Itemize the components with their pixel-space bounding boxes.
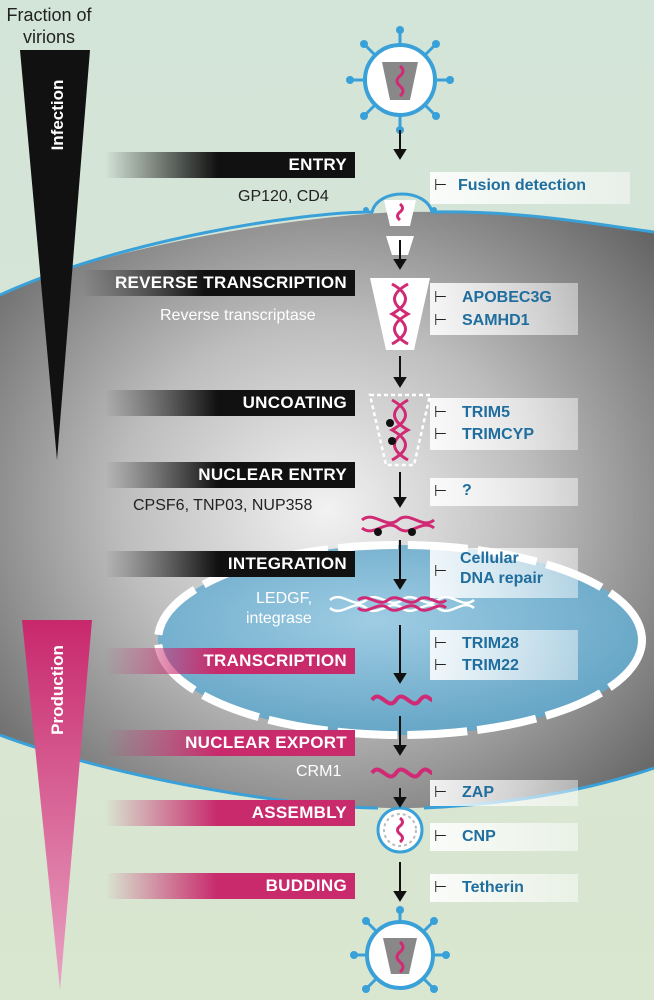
restriction-trim22: TRIM22 (462, 657, 519, 674)
inhibition-mark: ⊢ (434, 426, 448, 443)
rt-capsid (370, 278, 430, 350)
factor-entry: GP120, CD4 (238, 188, 329, 205)
restriction-box-rt (430, 283, 578, 335)
restriction-box-nuclear-entry (430, 478, 578, 506)
restriction-cnp: CNP (462, 828, 496, 845)
infection-wedge (20, 50, 90, 460)
assembly-bud (376, 806, 424, 854)
factor-nuclear-entry: CPSF6, TNP03, NUP358 (133, 497, 313, 514)
inhibition-mark: ⊢ (434, 657, 448, 674)
factor-ledgf: LEDGF, (256, 590, 313, 607)
restriction-box-zap (430, 780, 578, 806)
inhibition-mark: ⊢ (434, 784, 448, 801)
restriction-trim28: TRIM28 (462, 635, 519, 652)
step-label: INTEGRATION (227, 554, 347, 573)
inhibition-mark: ⊢ (434, 879, 448, 896)
free-virion-bottom (350, 906, 450, 993)
restriction-trimcyp: TRIMCYP (462, 426, 534, 443)
free-virion-top (346, 26, 454, 134)
restriction-unknown: ? (462, 482, 472, 499)
inhibition-mark: ⊢ (434, 483, 448, 500)
step-assembly: ASSEMBLY (105, 800, 355, 826)
step-transcription: TRANSCRIPTION (105, 648, 355, 674)
factor-reverse-transcriptase: Reverse transcriptase (160, 307, 316, 324)
inhibition-mark: ⊢ (434, 635, 448, 652)
restriction-apobec3g: APOBEC3G (462, 289, 552, 306)
step-reverse-transcription: REVERSE TRANSCRIPTION (82, 270, 355, 296)
step-label: NUCLEAR EXPORT (185, 733, 347, 752)
nuclear-envelope (154, 541, 646, 739)
uncoating-capsid (368, 393, 432, 467)
infection-label: Infection (48, 79, 67, 151)
inhibition-mark: ⊢ (434, 312, 448, 329)
step-label: BUDDING (265, 876, 347, 895)
fraction-of-virions-label: Fraction of virions (6, 5, 92, 47)
inhibition-mark: ⊢ (434, 177, 448, 194)
step-label: REVERSE TRANSCRIPTION (114, 273, 347, 292)
step-label: UNCOATING (242, 393, 347, 412)
production-label: Production (48, 645, 67, 735)
restriction-samhd1: SAMHD1 (462, 312, 530, 329)
step-label: TRANSCRIPTION (203, 651, 347, 670)
restriction-zap: ZAP (462, 784, 494, 801)
restriction-fusion-detection: Fusion detection (458, 177, 586, 194)
step-nuclear-entry: NUCLEAR ENTRY (105, 462, 355, 488)
factor-integrase: integrase (246, 610, 312, 627)
flow-arrows (393, 130, 407, 902)
restriction-box-tetherin (430, 874, 578, 902)
step-integration: INTEGRATION (105, 551, 355, 577)
plasma-membrane-top (0, 192, 654, 297)
restriction-box-cnp (430, 823, 578, 851)
factor-crm1: CRM1 (296, 763, 342, 780)
inhibition-mark: ⊢ (434, 289, 448, 306)
restriction-dna-repair: DNA repair (460, 570, 543, 587)
step-label: NUCLEAR ENTRY (198, 465, 347, 484)
restriction-box-integration (430, 548, 578, 598)
step-label: ENTRY (288, 155, 347, 174)
exported-rna (370, 767, 433, 779)
inhibition-mark: ⊢ (434, 828, 448, 845)
step-uncoating: UNCOATING (105, 390, 355, 416)
transcript-rna (370, 694, 433, 706)
step-budding: BUDDING (105, 873, 355, 899)
entry-capsid (363, 200, 437, 226)
step-label: ASSEMBLY (251, 803, 347, 822)
step-entry: ENTRY (105, 152, 355, 178)
restriction-box-uncoating (430, 398, 578, 450)
restriction-trim5: TRIM5 (462, 404, 510, 421)
production-wedge (22, 620, 92, 990)
step-nuclear-export: NUCLEAR EXPORT (105, 730, 355, 756)
restriction-tetherin: Tetherin (462, 879, 524, 896)
restriction-box-transcription (430, 630, 578, 680)
restriction-box-fusion (430, 172, 630, 204)
inhibition-mark: ⊢ (434, 404, 448, 421)
inhibition-mark: ⊢ (434, 563, 448, 580)
preintegration-complex (361, 515, 435, 536)
restriction-cellular: Cellular (460, 550, 519, 567)
